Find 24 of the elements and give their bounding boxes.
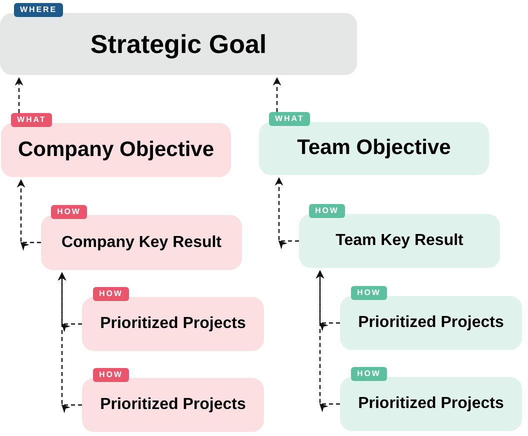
tag-badge: HOW — [351, 286, 387, 300]
tag-badge: HOW — [309, 204, 345, 218]
tag-badge: HOW — [51, 205, 87, 219]
tag-badge: HOW — [93, 287, 129, 301]
tag-badge: HOW — [351, 367, 387, 381]
box-title: Strategic Goal — [90, 28, 267, 60]
box-title: Company Key Result — [61, 232, 222, 252]
dashed-arrow — [272, 77, 282, 112]
dashed-arrow — [17, 179, 41, 250]
box-title: Prioritized Projects — [358, 394, 504, 414]
dashed-arrow — [14, 77, 24, 113]
dashed-arrow — [275, 177, 299, 249]
tag-badge: HOW — [93, 368, 129, 382]
box-title: Team Objective — [297, 135, 451, 162]
box-title: Prioritized Projects — [100, 314, 246, 334]
box-title: Team Key Result — [336, 231, 464, 251]
box-title: Company Objective — [18, 136, 214, 163]
dashed-arrow — [316, 270, 340, 412]
tag-badge: WHAT — [11, 113, 52, 127]
dashed-arrow — [58, 272, 82, 413]
tag-badge: WHERE — [14, 3, 63, 17]
box-title: Prioritized Projects — [358, 313, 504, 333]
box-title: Prioritized Projects — [100, 395, 246, 415]
tag-badge: WHAT — [269, 112, 310, 126]
